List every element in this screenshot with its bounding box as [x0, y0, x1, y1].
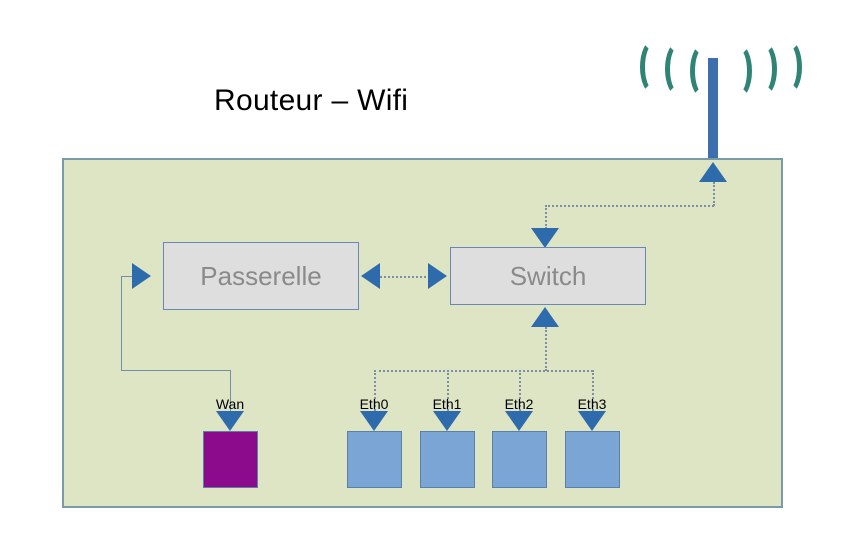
page-title: Routeur – Wifi: [214, 84, 409, 117]
eth-bus-arrow-to-switch: [531, 307, 559, 327]
port-box-eth3[interactable]: [565, 431, 620, 488]
port-arrow-eth0: [360, 411, 388, 431]
port-box-eth0[interactable]: [347, 431, 402, 488]
port-box-eth2[interactable]: [492, 431, 547, 488]
wan-link-horizontal: [121, 370, 230, 371]
wifi-link-vertical-left: [545, 205, 547, 229]
port-arrow-wan: [216, 411, 244, 431]
eth-bus-drop-eth1: [447, 370, 449, 411]
port-arrow-eth1: [433, 411, 461, 431]
node-switch-label: Switch: [509, 260, 587, 291]
wan-link-vertical-left: [121, 276, 122, 371]
passerelle-switch-arrow-to-switch: [428, 263, 447, 289]
eth-bus-drop-eth2: [519, 370, 521, 411]
port-arrow-eth2: [505, 411, 533, 431]
wan-link-vertical-right: [230, 370, 231, 412]
wifi-wave-left-2: [665, 42, 691, 96]
port-label-wan: Wan: [215, 396, 245, 412]
node-switch[interactable]: Switch: [450, 247, 646, 305]
wifi-link-arrow-to-switch: [531, 228, 559, 248]
eth-bus-drop-eth0: [374, 370, 376, 411]
port-box-eth1[interactable]: [420, 431, 475, 488]
wifi-wave-right-3: [776, 40, 802, 94]
wifi-wave-right-1: [726, 44, 752, 98]
port-label-eth3: Eth3: [577, 396, 607, 412]
port-box-wan[interactable]: [203, 431, 258, 488]
wan-link-arrow-to-passerelle: [132, 263, 151, 289]
wifi-link-vertical-right: [713, 182, 715, 206]
eth-bus-riser: [545, 327, 547, 371]
wifi-wave-right-2: [751, 42, 777, 96]
port-label-eth0: Eth0: [359, 396, 389, 412]
wifi-link-horizontal: [545, 205, 714, 207]
eth-bus-horizontal: [374, 370, 593, 372]
node-passerelle-label: Passerelle: [200, 260, 322, 291]
port-label-eth1: Eth1: [432, 396, 462, 412]
antenna-mast-icon: [708, 58, 718, 164]
port-label-eth2: Eth2: [504, 396, 534, 412]
eth-bus-drop-eth3: [592, 370, 594, 411]
passerelle-switch-link: [380, 276, 430, 278]
passerelle-switch-arrow-to-passerelle: [361, 263, 380, 289]
wifi-link-arrow-to-antenna: [699, 162, 727, 182]
wifi-wave-left-3: [640, 40, 666, 94]
node-passerelle[interactable]: Passerelle: [163, 242, 359, 310]
wifi-wave-left-1: [690, 44, 716, 98]
port-arrow-eth3: [578, 411, 606, 431]
